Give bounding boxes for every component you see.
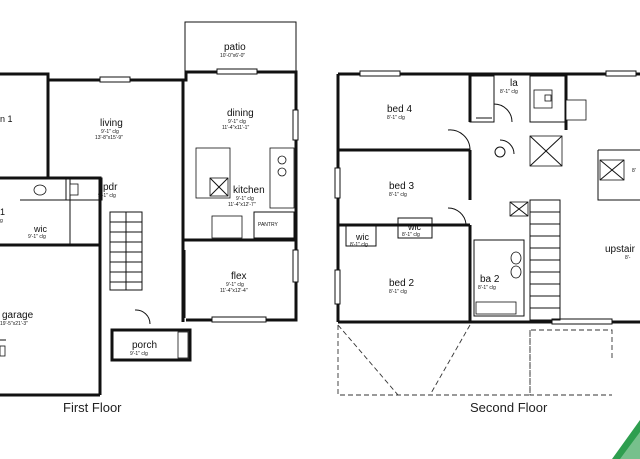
- door-swing-laundry: [493, 103, 513, 123]
- dim-right-edge: 8': [632, 168, 636, 174]
- door-swing-bed4: [447, 129, 471, 151]
- second-floor-caption: Second Floor: [470, 400, 548, 415]
- second-floor-plan: bed 4 8'-1" clg la 8'-1" clg bed 3 8'-1"…: [334, 70, 640, 415]
- door-swing-hall: [499, 139, 515, 155]
- pdr-toilet: [69, 183, 79, 196]
- room-label-dining: dining: [227, 108, 254, 119]
- attic-access: [494, 146, 506, 158]
- room-label-living: living: [100, 118, 123, 129]
- room-label-kitchen: kitchen: [233, 185, 265, 196]
- dim-dining-clg: 9'-1" clg: [228, 119, 246, 125]
- dim-bath-partial: g: [0, 218, 3, 224]
- window-bed3-left: [334, 167, 341, 199]
- room-label-pdr: pdr: [103, 182, 118, 193]
- dim-ba2: 8'-1" clg: [478, 285, 496, 291]
- dim-wic2: 8'-1" clg: [402, 232, 420, 238]
- bath2-room: [473, 239, 525, 317]
- bath2-sink1: [510, 251, 522, 265]
- dim-flex-size: 11'-4"x12'-4": [220, 288, 248, 294]
- right-bath: [597, 149, 640, 201]
- window-dining-top: [216, 68, 258, 75]
- brand-logo-icon: [612, 420, 640, 459]
- room-label-bath-partial: 1: [0, 207, 5, 217]
- room-label-wic2: wic: [407, 222, 421, 232]
- porch-column: [177, 331, 189, 359]
- roof-hip-mid: [429, 324, 471, 396]
- wall-hall: [0, 176, 102, 200]
- dim-flex-clg: 9'-1" clg: [226, 282, 244, 288]
- dim-patio: 10'-0"x6'-0": [220, 53, 245, 59]
- dim-pdr: 9'-1" clg: [98, 193, 116, 199]
- window-bed2-left: [334, 269, 341, 305]
- porch: [110, 328, 192, 362]
- room-label-bedroom1: n 1: [0, 114, 13, 124]
- right-suite-closet: [565, 99, 587, 121]
- room-label-ba2: ba 2: [480, 274, 500, 285]
- entry-door-swing: [134, 309, 151, 325]
- window-bed4-top: [359, 70, 401, 77]
- dim-bed4: 8'-1" clg: [387, 115, 405, 121]
- garage-post: [0, 345, 6, 357]
- roof-porch-outline: [529, 330, 612, 396]
- room-label-porch: porch: [132, 340, 157, 351]
- room-label-upstairs: upstair: [605, 244, 636, 255]
- washer: [533, 89, 553, 109]
- first-floor-caption: First Floor: [63, 400, 122, 415]
- dim-bed3: 8'-1" clg: [389, 192, 407, 198]
- room-label-flex: flex: [231, 271, 247, 282]
- cooktop-burner-2: [277, 167, 287, 177]
- laundry-room: [469, 75, 495, 123]
- door-swing-bed3: [447, 207, 467, 225]
- pdr-room: [65, 177, 103, 201]
- dim-bed2: 8'-1" clg: [389, 289, 407, 295]
- roof-hip-left: [337, 324, 399, 396]
- dim-living-size: 13'-8"x15'-9": [95, 135, 123, 141]
- window-upstairs-bottom: [551, 318, 613, 325]
- roof-outline-below: [337, 325, 613, 396]
- dim-dining-size: 11'-4"x11'-1": [222, 125, 249, 131]
- bath2-tub: [475, 301, 517, 315]
- wic1-room: [345, 225, 377, 247]
- first-floor-plan: n 1 living 9'-1" clg 13'-8"x15'-9" dinin…: [0, 21, 299, 415]
- bath2-sink2: [510, 265, 522, 279]
- room-label-garage: garage: [2, 310, 34, 321]
- stairs-second-floor: [529, 199, 561, 321]
- bath-sink: [33, 184, 47, 196]
- dim-wic: 9'-1" clg: [28, 234, 46, 240]
- dim-wic1: 8'-1" clg: [350, 242, 368, 248]
- room-label-bed3: bed 3: [389, 181, 414, 192]
- dim-upstairs: 8'-: [625, 255, 631, 261]
- window-dining-right: [292, 109, 299, 141]
- stairs-first-floor: [109, 211, 143, 291]
- dim-kitchen-size: 11'-4"x12'-7": [228, 202, 256, 208]
- pantry-room: [253, 211, 295, 239]
- room-label-patio: patio: [224, 42, 246, 53]
- dim-porch: 9'-1" clg: [130, 351, 148, 357]
- room-label-la: la: [510, 78, 518, 89]
- dim-living-clg: 9'-1" clg: [101, 129, 119, 135]
- room-label-wic1: wic: [355, 232, 369, 242]
- room-label-pantry: PANTRY: [258, 222, 278, 228]
- room-label-wic: wic: [33, 224, 47, 234]
- window-flex-bottom: [211, 316, 267, 323]
- fridge: [211, 215, 243, 239]
- window-flex-right: [292, 249, 299, 283]
- wic2-room: [397, 217, 433, 239]
- window-living-top: [99, 76, 131, 83]
- dim-la: 8'-1" clg: [500, 89, 518, 95]
- washer-knob: [544, 94, 552, 102]
- room-label-bed4: bed 4: [387, 104, 412, 115]
- window-right-top: [605, 70, 637, 77]
- dim-garage: 19'-5"x21'-3": [0, 321, 28, 327]
- room-label-bed2: bed 2: [389, 278, 414, 289]
- cooktop-burner: [277, 155, 287, 165]
- dim-kitchen-clg: 9'-1" clg: [236, 196, 254, 202]
